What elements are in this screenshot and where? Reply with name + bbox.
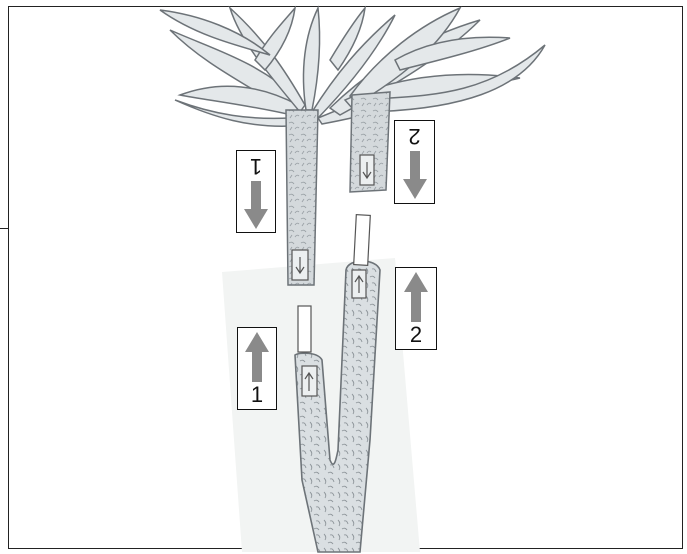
arrow-up-icon	[403, 272, 429, 322]
rootstock-cut-2	[354, 215, 371, 266]
scion-2	[350, 92, 390, 192]
label-upper-1: 1	[237, 155, 275, 177]
label-box-upper-1: 1	[236, 150, 276, 233]
rootstock-cut-1	[298, 306, 311, 352]
label-lower-2: 2	[396, 324, 436, 346]
label-box-upper-2: 2	[394, 120, 435, 204]
label-box-lower-2: 2	[395, 267, 437, 350]
arrow-down-icon	[243, 181, 269, 231]
label-lower-1: 1	[238, 384, 276, 406]
arrow-down-icon	[402, 151, 428, 201]
label-box-lower-1: 1	[237, 327, 277, 410]
arrow-up-icon	[244, 332, 270, 382]
label-upper-2: 2	[395, 125, 434, 147]
scion-1	[286, 110, 318, 285]
